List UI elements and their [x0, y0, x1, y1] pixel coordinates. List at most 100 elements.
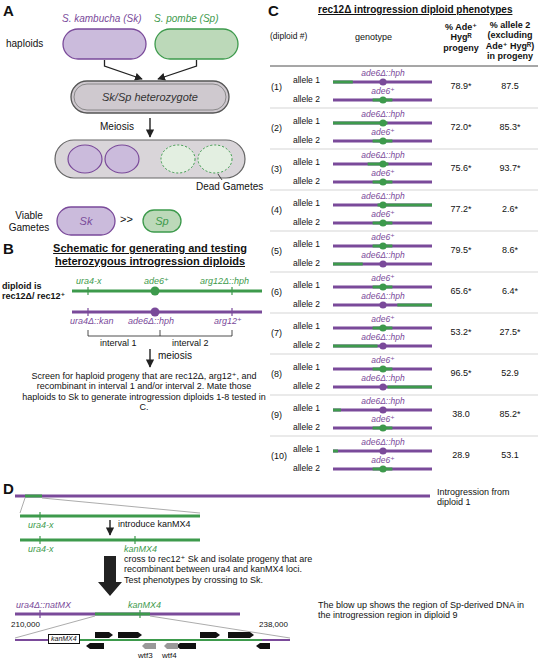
node-text: Sp [155, 215, 168, 228]
panel-letter: B [3, 240, 14, 257]
text-label: 53.1 [485, 450, 535, 460]
text-label: ade6⁺ [144, 276, 169, 286]
text-label: ade6Δ::hph [343, 192, 423, 202]
text-label: kanMX4 [124, 544, 157, 554]
text-label: (5) [271, 246, 282, 256]
text-label: ade6⁺ [343, 415, 423, 425]
text-label: 28.9 [436, 450, 486, 460]
text-label: ura4-x [28, 520, 54, 530]
cell-outline [154, 28, 239, 60]
text-label: allele 1 [293, 281, 320, 291]
text-label: ade6Δ::hph [128, 316, 174, 326]
text-label: 2.6* [485, 204, 535, 214]
text-label: allele 1 [293, 240, 320, 250]
diploid-cell: Sk/Sp heterozygote [70, 80, 230, 114]
text-label: 8.6* [485, 245, 535, 255]
text-label: Dead Gametes [196, 181, 263, 193]
text-label: (6) [271, 287, 282, 297]
text-label: 93.7* [485, 163, 535, 173]
text-label: allele 2 [293, 464, 320, 474]
text-label: 78.9* [436, 81, 486, 91]
text-label: ade6⁺ [343, 233, 423, 243]
text-label: wtf4 [162, 651, 177, 660]
text-label: allele 2 [293, 95, 320, 105]
text-label: allele 1 [293, 158, 320, 168]
text-label: (9) [271, 410, 282, 420]
text-label: allele 2 [293, 341, 320, 351]
panel-letter: C [268, 2, 279, 19]
text-label: (4) [271, 205, 282, 215]
node-text: S. kambucha (Sk) [62, 13, 141, 25]
text-label: Viable Gametes [4, 210, 54, 233]
text-label: ade6Δ::hph [343, 374, 423, 384]
text-label: 238,000 [258, 620, 289, 629]
text-label: kanMX4 [128, 600, 161, 610]
text-label: allele 2 [293, 382, 320, 392]
text-label: allele 1 [293, 404, 320, 414]
text-label: ura4Δ::natMX [16, 600, 71, 610]
text-label: allele 2 [293, 218, 320, 228]
text-label: 85.3* [485, 122, 535, 132]
text-label: (7) [271, 328, 282, 338]
text-label: introduce kanMX4 [118, 519, 191, 529]
text-label: ade6⁺ [343, 169, 423, 179]
text-label: genotype [355, 32, 392, 42]
text-label: ura4Δ::kan [70, 316, 114, 326]
haploid-cell: S. pombe (Sp) [154, 28, 239, 60]
text-label: 27.5* [485, 327, 535, 337]
text-label: allele 2 [293, 177, 320, 187]
text-label: 75.6* [436, 163, 486, 173]
text-label: ade6Δ::hph [343, 438, 423, 448]
panel-letter: A [3, 2, 14, 19]
text-label: cross to rec12⁺ Sk and isolate progeny t… [124, 554, 314, 585]
text-label: ura4-x [28, 544, 54, 554]
text-label: ade6⁺ [343, 456, 423, 466]
text-label: (diploid #) [270, 32, 307, 42]
text-label: Introgression from diploid 1 [437, 487, 535, 508]
text-label: allele 1 [293, 445, 320, 455]
text-label: 96.5* [436, 368, 486, 378]
connector [105, 60, 143, 79]
text-label: allele 2 [293, 259, 320, 269]
node-text: Sk [80, 215, 93, 228]
text-label: allele 2 [293, 423, 320, 433]
text-label: (1) [271, 82, 282, 92]
text-label: 53.2* [436, 327, 486, 337]
text-label: haploids [6, 38, 43, 50]
text-label: % allele 2 (excluding Ade⁺ Hygᴿ) in prog… [485, 20, 535, 61]
gamete-cell: Sk [56, 206, 116, 236]
text-label: ade6Δ::hph [343, 397, 423, 407]
text-label: 210,000 [10, 620, 41, 629]
node-text: S. pombe (Sp) [154, 13, 218, 25]
text-label: ade6Δ::hph [343, 251, 423, 261]
gamete-cell: Sp [142, 209, 182, 233]
panel-title: rec12Δ introgression diploid phenotypes [318, 4, 512, 16]
text-label: allele 1 [293, 76, 320, 86]
panel-title: Schematic for generating and testing het… [36, 242, 264, 267]
text-label: wtf3 [138, 651, 153, 660]
text-label: 85.2* [485, 409, 535, 419]
text-label: (10) [271, 451, 287, 461]
text-label: ade6Δ::hph [343, 110, 423, 120]
text-label: ade6Δ::hph [343, 333, 423, 343]
text-label: 52.9 [485, 368, 535, 378]
node-text: kanMX4 [51, 635, 77, 643]
text-label: allele 1 [293, 322, 320, 332]
text-label: ade6⁺ [343, 315, 423, 325]
text-label: allele 1 [293, 199, 320, 209]
text-label: ade6Δ::hph [343, 292, 423, 302]
text-label: diploid is rec12Δ/ rec12⁺ [2, 281, 66, 302]
text-label: 79.5* [436, 245, 486, 255]
text-label: ade6Δ::hph [343, 151, 423, 161]
text-label: % Ade⁺ Hygᴿ progeny [436, 22, 486, 53]
text-label: ade6Δ::hph [343, 69, 423, 79]
text-label: ade6⁺ [343, 87, 423, 97]
text-label: ade6⁺ [343, 356, 423, 366]
text-label: Screen for haploid progeny that are rec1… [22, 371, 266, 412]
node-text: Sk/Sp heterozygote [102, 91, 198, 104]
text-label: meiosis [158, 350, 192, 362]
text-label: 77.2* [436, 204, 486, 214]
text-label: >> [120, 213, 133, 226]
marker-box: kanMX4 [48, 634, 80, 644]
text-label: Meiosis [100, 121, 134, 133]
